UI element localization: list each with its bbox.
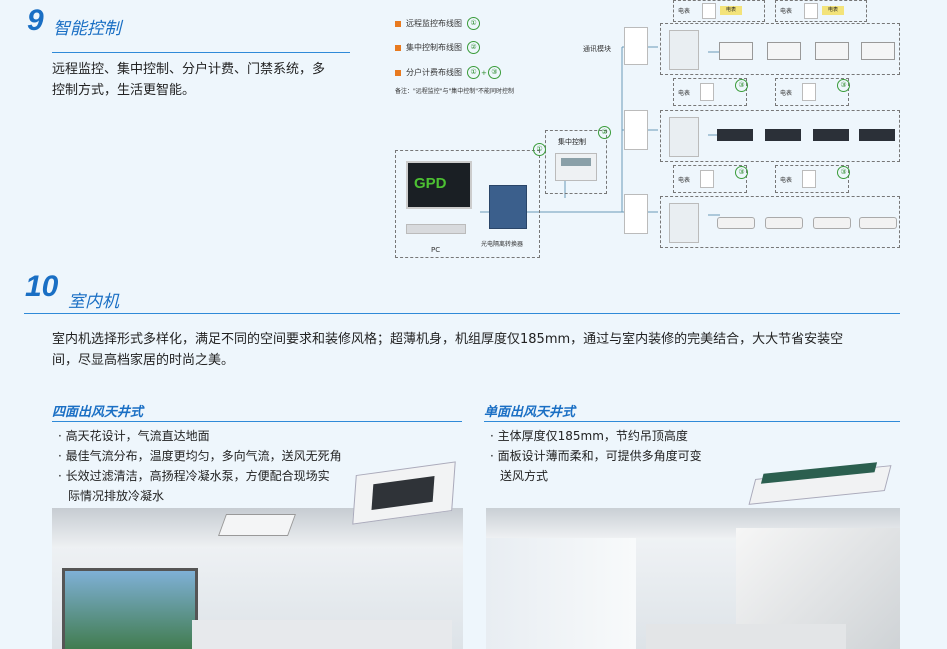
- duct-unit-icon: [765, 129, 801, 141]
- meter-box-row3a: 电表 ③: [673, 165, 748, 193]
- meter-device-icon: [802, 170, 816, 188]
- converter-icon: [489, 185, 527, 229]
- meter-device-icon: [804, 3, 818, 19]
- wall-unit-icon: [859, 217, 897, 229]
- diagram-note: 备注："远程监控"与"集中控制"不能同时控制: [395, 88, 515, 95]
- four-way-bullet-1: · 高天花设计，气流直达地面: [58, 429, 210, 443]
- duct-unit-icon: [813, 129, 849, 141]
- meter-box-row2b: 电表 ③: [775, 78, 850, 106]
- meter-box-row1b: 电表 电表: [775, 0, 867, 22]
- cassette-unit-icon: [815, 42, 849, 60]
- central-controller-icon: [555, 153, 597, 181]
- meter-device-icon: [700, 83, 714, 101]
- ceiling-cassette-icon: [217, 514, 297, 536]
- cassette-unit-icon: [861, 42, 895, 60]
- meter-box-row2a: 电表 ③: [673, 78, 748, 106]
- meter-device-icon: [702, 3, 716, 19]
- four-way-bullet-2: · 最佳气流分布，温度更均匀，多向气流，送风无死角: [58, 449, 342, 463]
- section-9-rule: [52, 52, 350, 53]
- four-way-heading: 四面出风天井式: [52, 405, 144, 420]
- pc-converter-box: GPD PC 光电隔离转换器: [395, 150, 540, 258]
- window-view: [62, 568, 198, 649]
- legend-square-icon: [395, 20, 401, 27]
- one-way-room-photo: [486, 508, 900, 649]
- section-9-number: 9: [27, 4, 44, 37]
- four-way-room-photo: [52, 508, 463, 649]
- duct-unit-icon: [859, 129, 895, 141]
- four-way-rule: [52, 421, 462, 422]
- one-way-bullet-2: · 面板设计薄而柔和，可提供多角度可变: [490, 449, 702, 463]
- outdoor-unit-icon: [669, 117, 699, 157]
- keyboard-icon: [406, 224, 466, 234]
- curtain: [486, 538, 636, 649]
- legend-metering: 分户计费布线图 ① + ③: [395, 66, 501, 79]
- section-10-number: 10: [25, 270, 59, 303]
- section-9-title: 智能控制: [53, 19, 121, 39]
- legend-remote-monitoring: 远程监控布线图 ①: [395, 17, 480, 30]
- indoor-group-duct: [660, 110, 900, 162]
- outdoor-unit-icon: [669, 30, 699, 70]
- comm-module-label: 通讯模块: [583, 45, 611, 53]
- control-wiring-diagram: 远程监控布线图 ① 集中控制布线图 ② 分户计费布线图 ① + ③ 备注："远程…: [390, 0, 900, 260]
- one-way-heading: 单面出风天井式: [484, 405, 576, 420]
- wall-unit-icon: [717, 217, 755, 229]
- wall-unit-icon: [765, 217, 803, 229]
- meter-box-row3b: 电表 ③: [775, 165, 850, 193]
- comm-module-unit-2: [624, 110, 648, 150]
- section-10-desc-line2: 间，尽显高档家居的时尚之美。: [52, 353, 235, 368]
- legend-central-control: 集中控制布线图 ②: [395, 41, 480, 54]
- indoor-group-cassette: [660, 23, 900, 75]
- one-way-rule: [484, 421, 900, 422]
- central-controller-box: 集中控制: [545, 130, 607, 194]
- sofa: [192, 620, 452, 649]
- four-way-cassette-product: [345, 456, 460, 528]
- legend-square-icon: [395, 69, 401, 76]
- sofa: [646, 624, 846, 649]
- comm-module-unit-3: [624, 194, 648, 234]
- section-10-title: 室内机: [68, 292, 119, 312]
- meter-device-icon: [700, 170, 714, 188]
- section-10-rule: [24, 313, 900, 314]
- four-way-bullet-3: · 长效过滤清洁，高扬程冷凝水泵，方便配合现场实: [58, 469, 330, 483]
- four-way-bullet-3-cont: 际情况排放冷凝水: [68, 489, 165, 503]
- duct-unit-icon: [717, 129, 753, 141]
- one-way-bullet-2-cont: 送风方式: [500, 469, 549, 483]
- meter-box-row1a: 电表 电表: [673, 0, 765, 22]
- comm-module-unit-1: [624, 27, 648, 65]
- wall-unit-icon: [813, 217, 851, 229]
- one-way-cassette-product: [740, 460, 900, 524]
- pc-monitor-icon: GPD: [406, 161, 472, 209]
- cassette-unit-icon: [719, 42, 753, 60]
- section-10-desc-line1: 室内机选择形式多样化，满足不同的空间要求和装修风格；超薄机身，机组厚度仅185m…: [52, 332, 844, 347]
- indoor-group-wall: [660, 196, 900, 248]
- section-9-desc-line2: 控制方式，生活更智能。: [52, 83, 196, 98]
- meter-device-icon: [802, 83, 816, 101]
- one-way-bullet-1: · 主体厚度仅185mm，节约吊顶高度: [490, 429, 688, 443]
- section-9-desc-line1: 远程监控、集中控制、分户计费、门禁系统，多: [52, 62, 326, 77]
- cassette-unit-icon: [767, 42, 801, 60]
- legend-square-icon: [395, 44, 401, 51]
- outdoor-unit-icon: [669, 203, 699, 243]
